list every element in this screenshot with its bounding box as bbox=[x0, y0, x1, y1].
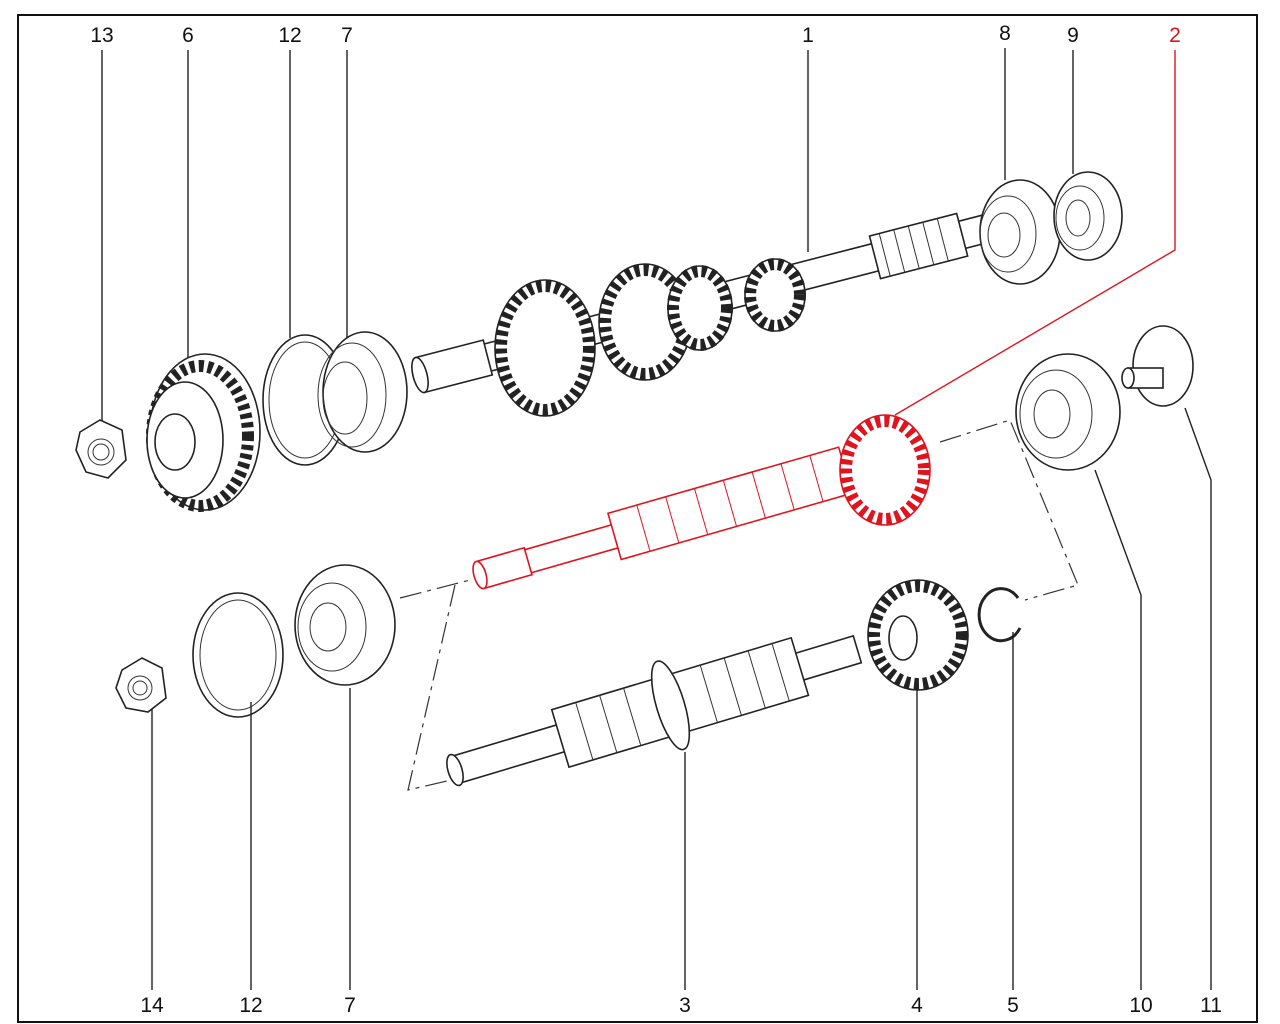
synchro-7-top bbox=[317, 331, 408, 453]
bearing-8 bbox=[979, 179, 1061, 285]
leader-lines bbox=[101, 48, 1212, 990]
diagram-frame bbox=[17, 14, 1258, 1023]
label-1: 1 bbox=[802, 24, 814, 47]
nut-14 bbox=[115, 657, 167, 713]
label-7-top: 7 bbox=[341, 24, 353, 47]
circlip-5 bbox=[977, 587, 1022, 643]
label-12-top: 12 bbox=[278, 24, 301, 47]
gears-on-shaft-1 bbox=[494, 258, 806, 417]
seal-9 bbox=[1053, 171, 1123, 261]
label-7-bottom: 7 bbox=[344, 994, 356, 1017]
ring-12-bottom bbox=[192, 592, 284, 718]
shaft-3 bbox=[446, 634, 863, 787]
assembly-lines bbox=[399, 419, 1079, 791]
gear-6 bbox=[146, 353, 261, 512]
bottom-labels: 14 12 7 3 4 5 10 11 bbox=[140, 994, 1222, 1017]
label-10: 10 bbox=[1129, 994, 1152, 1017]
label-14: 14 bbox=[140, 994, 164, 1017]
label-12-bottom: 12 bbox=[239, 994, 262, 1017]
label-3: 3 bbox=[679, 994, 691, 1017]
label-2-highlighted: 2 bbox=[1169, 24, 1181, 47]
bearing-10 bbox=[1015, 353, 1121, 471]
top-labels: 13 6 12 7 1 8 9 2 bbox=[90, 22, 1181, 47]
label-11: 11 bbox=[1200, 994, 1222, 1017]
label-6: 6 bbox=[182, 24, 194, 47]
label-8: 8 bbox=[999, 22, 1011, 45]
spacer-11 bbox=[1121, 325, 1194, 407]
label-5: 5 bbox=[1007, 994, 1019, 1017]
label-4: 4 bbox=[911, 994, 923, 1017]
nut-13 bbox=[75, 419, 127, 479]
pinion-shaft-2-highlighted bbox=[472, 414, 931, 590]
label-9: 9 bbox=[1067, 24, 1079, 47]
gear-4 bbox=[867, 579, 969, 691]
label-13-top: 13 bbox=[90, 24, 113, 47]
bearing-7-bottom bbox=[294, 564, 396, 686]
